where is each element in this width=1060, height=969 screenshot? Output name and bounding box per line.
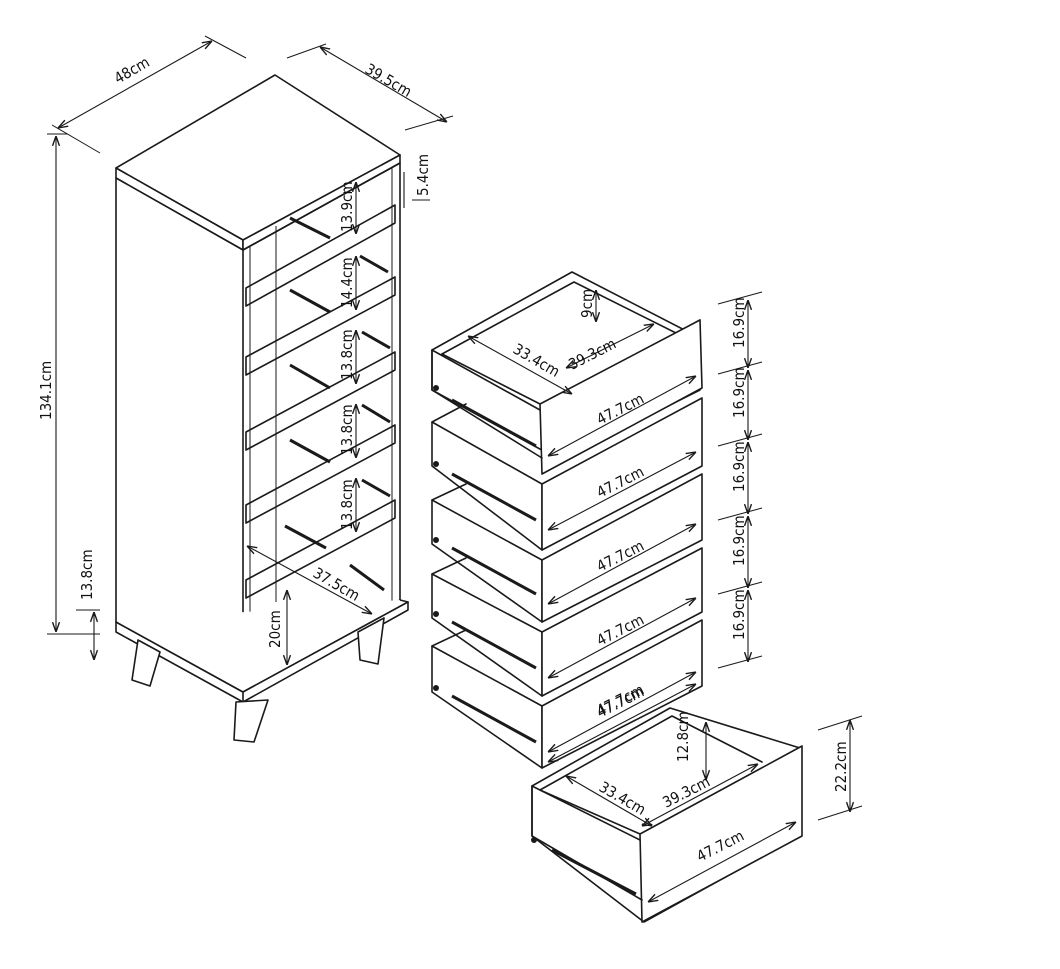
large-drawer: 12.8cm 33.4cm 39.3cm 47.7cm 22.2cm xyxy=(531,707,863,923)
bottom-clearance-label: 13.8cm xyxy=(78,549,96,600)
stacked-drawers: 47.7cm 47.7cm 47.7cm 47.7c xyxy=(431,397,703,769)
gap-3-label: 13.8cm xyxy=(338,329,356,380)
drawer-height-3-label: 16.9cm xyxy=(730,441,748,492)
drawer-2: 47.7cm xyxy=(431,397,703,551)
drawer-3: 47.7cm xyxy=(431,473,703,623)
gap-5-label: 13.8cm xyxy=(338,479,356,530)
top-thickness-label: 5.4cm xyxy=(414,154,432,196)
gap-4-label: 13.8cm xyxy=(338,404,356,455)
depth-label: 39.5cm xyxy=(362,60,415,101)
gap-1-label: 13.9cm xyxy=(338,181,356,232)
drawer-height-dimensions: 16.9cm 16.9cm 16.9cm 16.9cm 16.9cm xyxy=(717,291,763,669)
width-label: 48cm xyxy=(111,53,153,87)
drawer-4: 47.7cm xyxy=(431,547,703,697)
drawer-height-2-label: 16.9cm xyxy=(730,367,748,418)
large-front-height-label: 22.2cm xyxy=(832,741,850,792)
small-drawer: 9cm 33.4cm 39.3cm 47.7cm xyxy=(431,271,703,475)
drawer-height-4-label: 16.9cm xyxy=(730,515,748,566)
height-label: 134.1cm xyxy=(37,361,55,420)
drawer-height-5-label: 16.9cm xyxy=(730,589,748,640)
small-inner-height-label: 9cm xyxy=(578,289,596,318)
large-inner-height-label: 12.8cm xyxy=(674,711,692,762)
cabinet xyxy=(115,74,409,743)
leg-height-label: 20cm xyxy=(266,610,284,648)
drawer-height-1-label: 16.9cm xyxy=(730,297,748,348)
gap-2-label: 14.4cm xyxy=(338,257,356,308)
